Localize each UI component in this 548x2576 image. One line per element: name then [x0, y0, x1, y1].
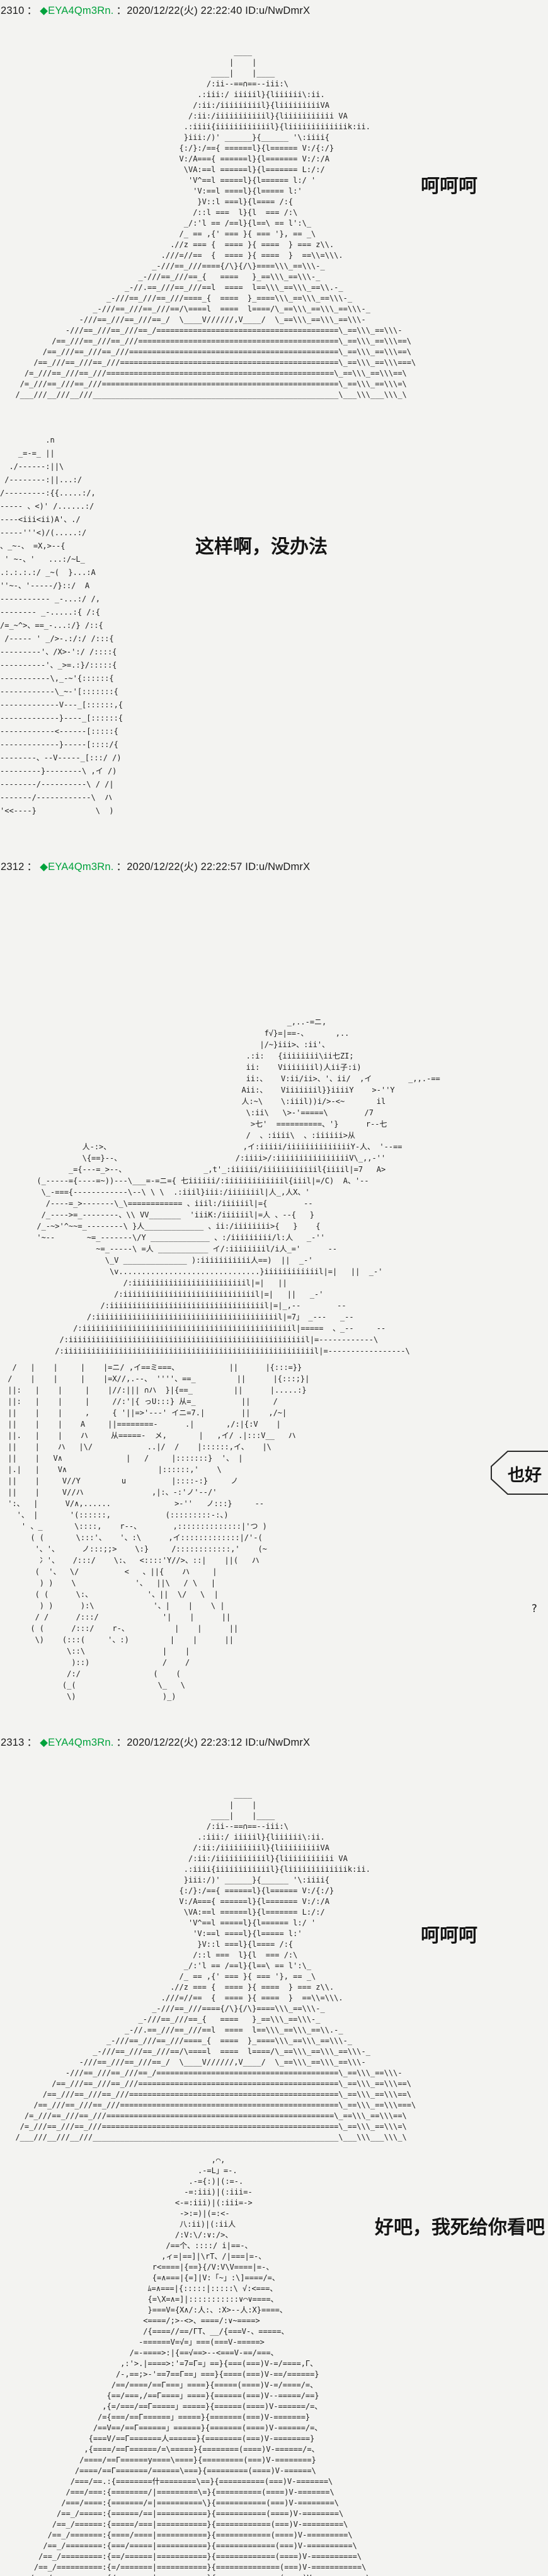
post-separator: ： — [26, 861, 38, 873]
ascii-art-two-figures: / | | | |=ニ/ ,イ==ミ===、 || |{:::=}} / | |… — [8, 1363, 310, 1701]
dialogue-hehehe-1: 呵呵呵 — [421, 176, 477, 197]
post-header-2313: 2313：◆EYA4Qm3Rn.：2020/12/22(火) 22:23:12 … — [1, 1734, 310, 1749]
ascii-art-tophat-figure-2: ____ | | ____| |____ /:ii--==∩==--iii:\ — [15, 1790, 416, 2142]
post-header-2310: 2310：◆EYA4Qm3Rn.：2020/12/22(火) 22:22:40 … — [1, 2, 310, 17]
tripcode-name: ◆EYA4Qm3Rn. — [40, 861, 114, 873]
question-mark-text: ? — [531, 1603, 538, 1615]
post-number: 2313 — [1, 1737, 25, 1748]
post-datetime-id: ：2020/12/22(火) 22:22:40 ID:u/NwDmrX — [116, 5, 311, 16]
post-separator: ： — [26, 5, 38, 16]
post-separator: ： — [26, 1737, 38, 1748]
ascii-art-left-figure: .n _=-=_ || ./------:||\ /--------:||...… — [0, 436, 123, 815]
post-number: 2310 — [1, 5, 25, 16]
post-datetime-id: ：2020/12/22(火) 22:23:12 ID:u/NwDmrX — [116, 1737, 311, 1748]
dialogue-no-way: 这样啊，没办法 — [195, 537, 328, 557]
post-datetime-id: ：2020/12/22(火) 22:22:57 ID:u/NwDmrX — [116, 861, 311, 873]
speech-bubble-outline — [491, 1451, 548, 1495]
post-number: 2312 — [1, 861, 25, 873]
tripcode-name: ◆EYA4Qm3Rn. — [40, 1737, 114, 1748]
ascii-art-machine-scene: _,..-=ニ, f√}=|==-、 ,.. |/~}iii>、:ii'、 — [37, 1018, 440, 1355]
ascii-art-tophat-figure-1: ____ | | ____| |____ /:ii--==∩==--iii:\ — [15, 47, 416, 399]
speech-bubble-also-fine: 也好 — [490, 1450, 548, 1495]
post-header-2312: 2312：◆EYA4Qm3Rn.：2020/12/22(火) 22:22:57 … — [1, 858, 310, 873]
dialogue-also-fine: 也好 — [508, 1466, 542, 1485]
dialogue-hehehe-2: 呵呵呵 — [421, 1925, 477, 1946]
dialogue-die-for-you: 好吧，我死给你看吧 — [375, 2217, 545, 2238]
ascii-art-kneeling-figure: ,⌒, .-=L」=-. .-={:)|(:=-. -=:iii)|(:iii=… — [30, 2155, 371, 2576]
tripcode-name: ◆EYA4Qm3Rn. — [40, 5, 114, 16]
